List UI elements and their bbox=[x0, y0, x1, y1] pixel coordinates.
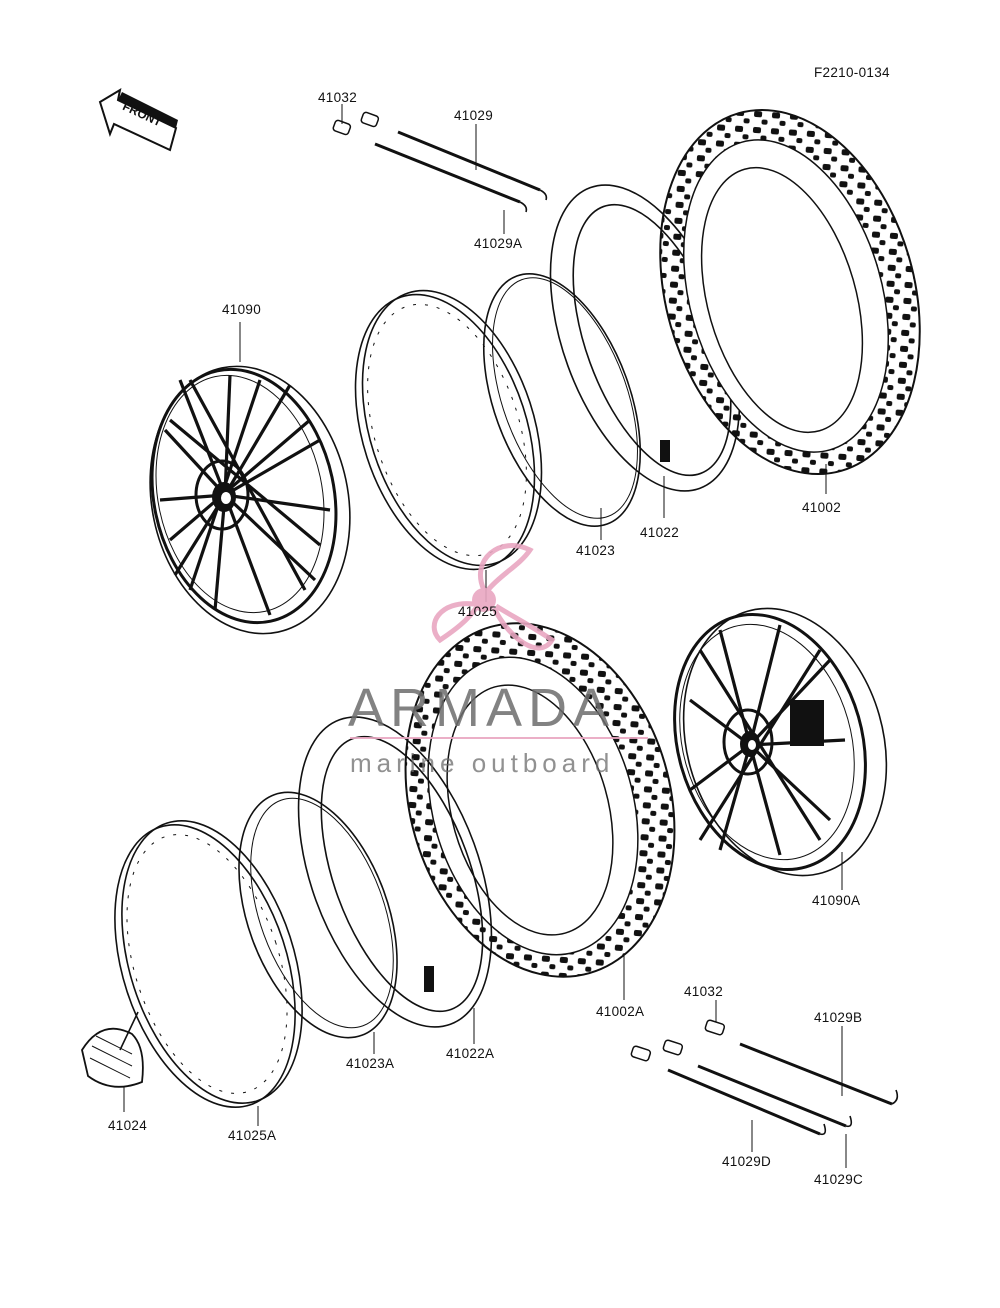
part-label-41090A: 41090A bbox=[812, 893, 860, 908]
part-label-41024: 41024 bbox=[108, 1118, 147, 1133]
part-label-41023A: 41023A bbox=[346, 1056, 394, 1071]
part-label-41029C: 41029C bbox=[814, 1172, 863, 1187]
watermark-brand: ARMADA bbox=[348, 678, 615, 738]
watermark-logo bbox=[350, 543, 648, 739]
spoke-nipple-bottom bbox=[630, 1000, 726, 1062]
spokes-41029 bbox=[374, 124, 548, 234]
rear-tire-41002A bbox=[404, 622, 676, 1000]
rim-band-41023A bbox=[238, 791, 398, 1054]
part-label-41002: 41002 bbox=[802, 500, 841, 515]
part-label-41025: 41025 bbox=[458, 604, 497, 619]
part-label-41029D: 41029D bbox=[722, 1154, 771, 1169]
part-label-41090: 41090 bbox=[222, 302, 261, 317]
front-rim-41025 bbox=[354, 289, 543, 602]
part-label-41032-bottom: 41032 bbox=[684, 984, 723, 999]
rear-rim-41025A bbox=[114, 820, 303, 1126]
rim-lock-41024 bbox=[81, 1011, 144, 1112]
front-tire-41002 bbox=[659, 108, 921, 494]
spokes-41029BCD bbox=[667, 1026, 899, 1168]
front-arrow-icon: FRONT bbox=[98, 87, 178, 152]
part-label-41022: 41022 bbox=[640, 525, 679, 540]
rim-band-41023 bbox=[482, 272, 642, 540]
front-wheel-41090 bbox=[149, 322, 351, 635]
part-label-41032-top: 41032 bbox=[318, 90, 357, 105]
part-label-41002A: 41002A bbox=[596, 1004, 644, 1019]
part-label-41025A: 41025A bbox=[228, 1128, 276, 1143]
part-label-41029A: 41029A bbox=[474, 236, 522, 251]
spoke-nipple-top bbox=[332, 104, 380, 136]
part-label-41029B: 41029B bbox=[814, 1010, 862, 1025]
part-label-41023: 41023 bbox=[576, 543, 615, 558]
watermark-tagline: marine outboard bbox=[350, 748, 614, 778]
rear-wheel-41090A bbox=[673, 607, 888, 890]
diagram-code: F2210-0134 bbox=[814, 65, 890, 80]
part-label-41022A: 41022A bbox=[446, 1046, 494, 1061]
part-label-41029: 41029 bbox=[454, 108, 493, 123]
